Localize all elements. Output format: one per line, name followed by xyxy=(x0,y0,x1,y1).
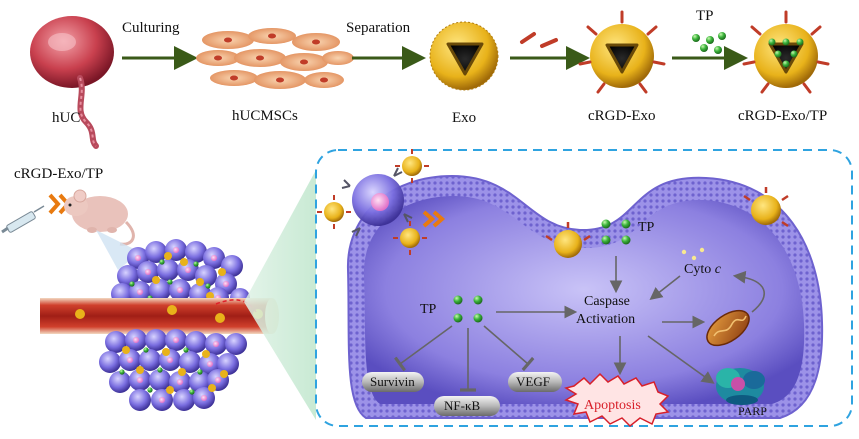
crgd-exo-label: cRGD-Exo xyxy=(588,108,656,124)
syringe-icon xyxy=(1,205,45,234)
tp-cluster-upper xyxy=(601,219,631,245)
cyto-c-dots xyxy=(681,247,705,261)
activation-label: Activation xyxy=(576,312,636,327)
tp-label-top: TP xyxy=(696,8,714,24)
nfkb-pill xyxy=(434,396,500,416)
caspase-label: Caspase xyxy=(584,294,630,309)
parp-protein-icon xyxy=(716,368,765,405)
zoom-cone-right xyxy=(244,170,316,420)
uptake-chevron-icon xyxy=(422,210,446,228)
exo-vesicle-icon xyxy=(429,21,499,91)
tp-drug-dots-icon xyxy=(692,32,726,54)
survivin-pill xyxy=(362,372,424,392)
mouse-icon xyxy=(64,189,135,246)
hucmscs-cells-illustration xyxy=(196,28,354,89)
huc-placenta-illustration xyxy=(30,16,114,149)
tumor-cluster-upper xyxy=(111,239,250,309)
cyto-c-label: Cyto c xyxy=(684,262,721,277)
tumor-cluster-lower xyxy=(99,329,247,411)
crgd-exo-tp-small-2 xyxy=(395,149,429,183)
exo-label: Exo xyxy=(452,110,477,126)
culturing-label: Culturing xyxy=(122,20,180,36)
apoptosis-label: Apoptosis xyxy=(584,398,641,413)
blood-vessel xyxy=(40,298,272,334)
nfkb-label: NF-κB xyxy=(444,398,481,413)
tp-label-upper: TP xyxy=(638,220,655,235)
crgd-exo-vesicle-icon xyxy=(578,10,666,94)
crgd-exo-tp-small-3 xyxy=(393,221,427,255)
hucmscs-label: hUCMSCs xyxy=(232,108,298,124)
crgd-exo-tp-label: cRGD-Exo/TP xyxy=(738,108,828,124)
parp-label: PARP xyxy=(738,404,767,418)
membrane-exo-right xyxy=(743,187,789,228)
vegf-label: VEGF xyxy=(516,374,550,389)
survivin-label: Survivin xyxy=(370,374,415,389)
crgd-peptide-icon xyxy=(520,32,558,48)
receptor-cell-icon xyxy=(341,167,413,237)
tp-cluster-left xyxy=(453,295,483,323)
crgd-exo-tp-vesicle-icon xyxy=(742,10,830,94)
apoptosis-starburst xyxy=(564,372,670,428)
pathway-arrows xyxy=(496,256,765,384)
mitochondrion-icon xyxy=(706,309,750,347)
huc-label: hUC xyxy=(52,110,81,126)
vegf-pill xyxy=(508,372,562,392)
left-crgd-exo-tp-label: cRGD-Exo/TP xyxy=(14,166,104,182)
inhibition-lines xyxy=(393,325,535,392)
tumor-cell-body xyxy=(346,174,824,419)
membrane-exo-left xyxy=(545,222,591,258)
separation-label: Separation xyxy=(346,20,411,36)
tp-label-left: TP xyxy=(420,302,437,317)
crgd-exo-tp-small-1 xyxy=(317,195,351,229)
